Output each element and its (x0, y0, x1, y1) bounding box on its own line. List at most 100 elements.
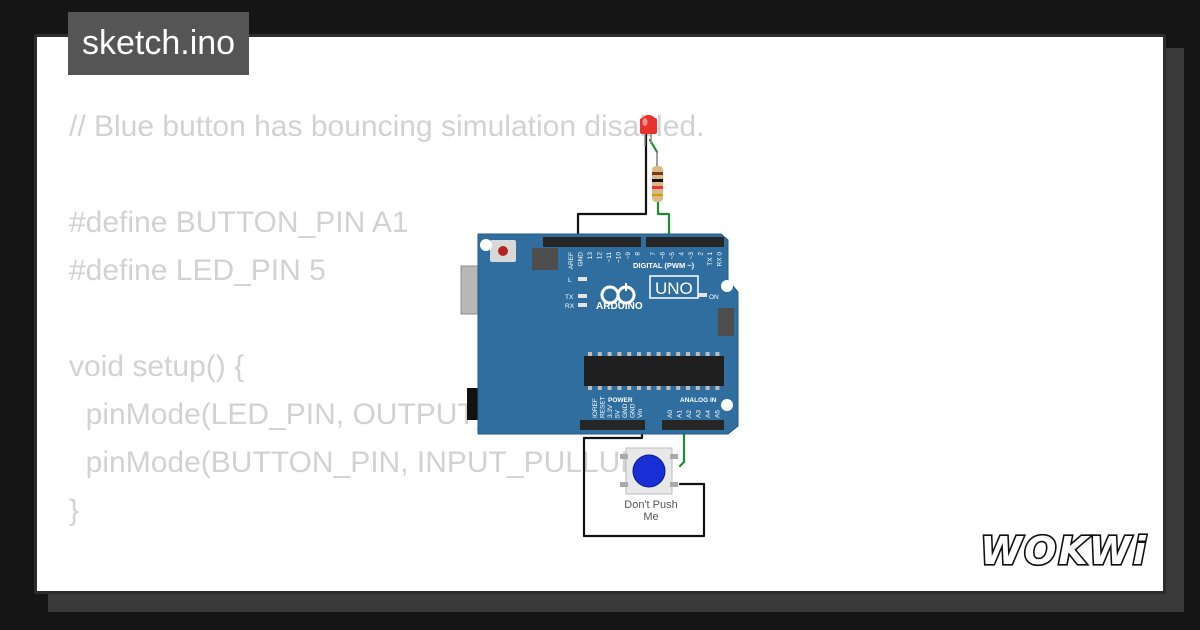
pin-label: Vin (637, 408, 644, 418)
chip-pin (705, 386, 710, 390)
pin-label: ~10 (616, 252, 623, 263)
header-analog (662, 420, 724, 430)
pin-label: 3.3V (607, 404, 614, 418)
pin-label: GND (630, 403, 637, 418)
chip-pin (617, 352, 622, 356)
digital-label: DIGITAL (PWM ~) (633, 261, 695, 270)
code-line: int ledState = HIGH; (69, 583, 704, 591)
chip-pin (607, 352, 612, 356)
chip-pin (597, 386, 602, 390)
chip-pin (646, 352, 651, 356)
chip-pin (588, 352, 592, 356)
led-rx (578, 303, 587, 307)
pin-label: TX 1 (707, 252, 714, 266)
code-line: #define LED_PIN 5 (69, 254, 326, 287)
pin-label: 2 (698, 252, 705, 256)
pin-label: IOREF (592, 398, 599, 418)
button-label-line1: Don't Push (624, 499, 677, 511)
pin-label: ~11 (606, 252, 613, 263)
pin-label: 12 (597, 252, 604, 260)
chip-pin (676, 352, 681, 356)
mount-hole (721, 399, 733, 411)
pin-label: 13 (587, 252, 594, 260)
uno-badge (649, 275, 699, 299)
reset-button[interactable] (490, 240, 516, 262)
button-label-line2: Me (643, 511, 658, 523)
chip-pin (705, 352, 710, 356)
wokwi-logo: WOKWi (979, 527, 1148, 574)
chip-pin (666, 352, 671, 356)
led-on-label: ON (709, 294, 719, 301)
code-line: #define BUTTON_PIN A1 (69, 206, 409, 239)
chip-pin (695, 352, 700, 356)
icsp-header-right (718, 308, 734, 336)
wokwi-logo-text: WOKWi (980, 529, 1148, 573)
chip-pin (627, 386, 632, 390)
led-tx (578, 294, 587, 298)
resistor (652, 152, 663, 202)
pin-label: 8 (635, 252, 642, 256)
chip-pin (646, 386, 651, 390)
chip-pin (597, 352, 602, 356)
led-l (578, 277, 587, 281)
pin-label: GND (622, 403, 629, 418)
pin-label: ~5 (669, 252, 676, 260)
chip-pin (676, 386, 681, 390)
analog-label: ANALOG IN (680, 397, 717, 404)
pin-label: ~9 (625, 252, 632, 260)
pin-label: 5V (615, 409, 622, 418)
code-line: // Blue button has bouncing simulation d… (69, 110, 705, 143)
wire-button-a1 (678, 423, 686, 468)
chip-pin (656, 352, 661, 356)
wire-resistor-pin5 (656, 200, 671, 242)
led-on (698, 293, 707, 297)
chip-pin (637, 352, 641, 356)
led[interactable] (640, 115, 657, 146)
pin-label: A4 (705, 410, 712, 418)
pin-label: RESET (600, 396, 607, 418)
chip-pin (607, 386, 612, 390)
chip-pin (656, 386, 661, 390)
code-editor: // Blue button has bouncing simulation d… (69, 103, 705, 591)
chip-pin (617, 386, 622, 390)
arduino-brand: ARDUINO (596, 301, 643, 312)
mount-hole (721, 280, 733, 292)
chip-pin (627, 352, 632, 356)
microcontroller-chip (584, 352, 724, 390)
chip-pin (666, 386, 671, 390)
arduino-logo (600, 283, 636, 305)
pin-label: GND (578, 252, 585, 267)
wire-button-gnd (582, 423, 706, 538)
uno-label: UNO (655, 279, 693, 298)
led-rx-label: RX (565, 303, 575, 310)
pin-label: ~6 (660, 252, 667, 260)
header-power (580, 420, 645, 430)
power-label: POWER (608, 397, 633, 404)
code-line: } (69, 494, 80, 527)
pin-label: A0 (667, 410, 674, 418)
pin-label: 4 (679, 252, 686, 256)
pin-label: 7 (650, 252, 657, 256)
wire-led-gnd (576, 132, 648, 246)
file-tab[interactable]: sketch.ino (68, 12, 250, 75)
pin-label: A1 (677, 410, 684, 418)
chip-pin (715, 352, 720, 356)
icsp-header-left (532, 248, 558, 270)
chip-pin (588, 386, 592, 390)
pin-label: RX 0 (717, 252, 724, 267)
pin-label: A2 (686, 410, 693, 418)
chip-pin (637, 386, 641, 390)
chip-pin (686, 386, 690, 390)
pin-label: A5 (715, 410, 722, 418)
led-tx-label: TX (565, 294, 574, 301)
pin-label: AREF (568, 252, 575, 269)
pushbutton[interactable] (620, 447, 678, 495)
mount-hole (480, 239, 492, 251)
header-digital-high (543, 237, 641, 247)
arduino-board (477, 233, 739, 435)
header-digital-low (646, 237, 724, 247)
pin-label: ~3 (688, 252, 695, 260)
code-line: pinMode(BUTTON_PIN, INPUT_PULLUP); (69, 446, 659, 479)
led-l-label: L (568, 277, 572, 284)
